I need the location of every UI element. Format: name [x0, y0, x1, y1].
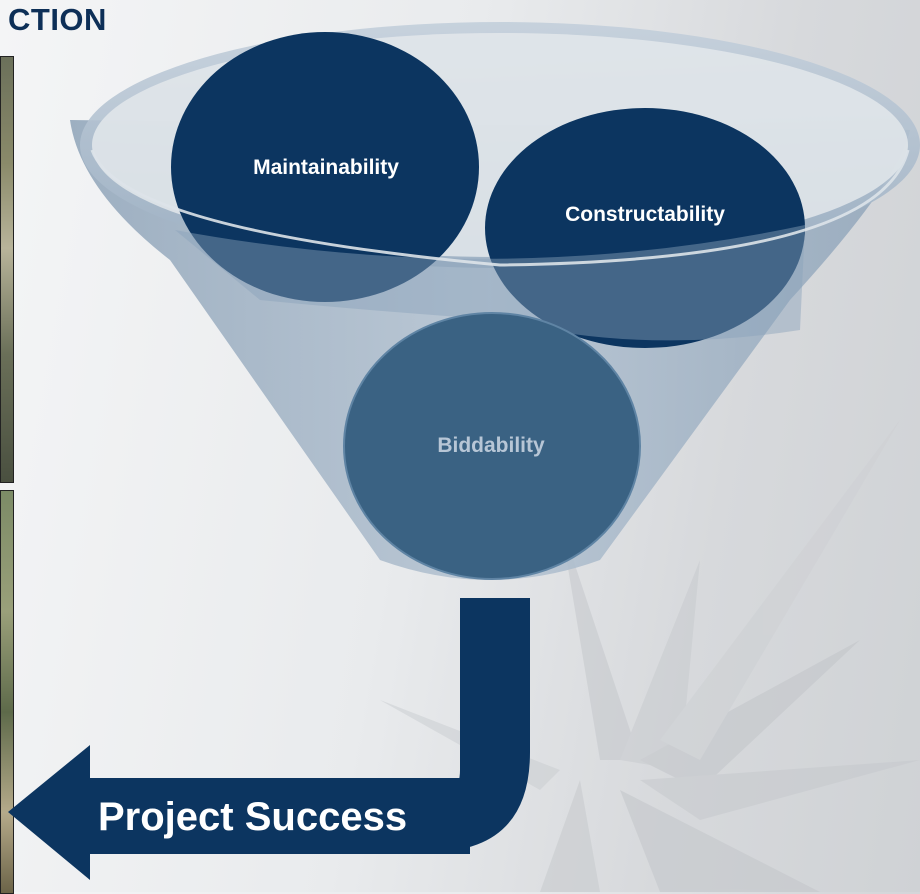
biddability-circle-highlight [343, 312, 641, 580]
maintainability-circle [171, 32, 479, 302]
funnel-front-rim [90, 149, 910, 267]
biddability-label: Biddability [437, 434, 545, 457]
project-success-label: Project Success [98, 795, 408, 839]
maintainability-label: Maintainability [253, 156, 399, 179]
construction-photo-top [0, 56, 14, 483]
constructability-circle [485, 108, 805, 348]
funnel-glass-overlay [175, 225, 805, 341]
slide-title: CTION [8, 2, 107, 37]
project-success-arrow-shaft [88, 778, 470, 854]
project-success-arrowhead [8, 745, 90, 880]
constructability-label: Constructability [565, 203, 725, 226]
biddability-circle [344, 313, 640, 579]
